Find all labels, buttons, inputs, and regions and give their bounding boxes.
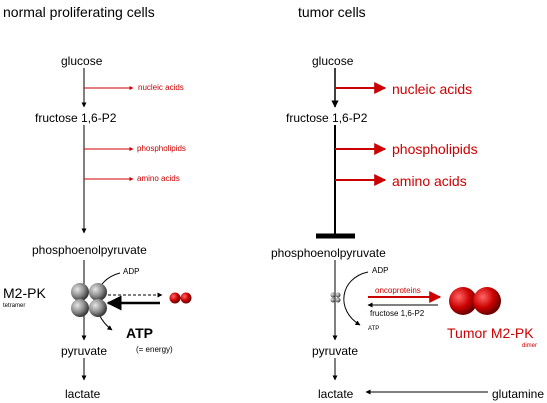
label-nucleic-acids-tumor: nucleic acids bbox=[392, 81, 473, 97]
label-pep-tumor: phosphoenolpyruvate bbox=[271, 246, 386, 260]
tetramer-sphere bbox=[89, 283, 107, 301]
tetramer-sphere bbox=[71, 299, 89, 317]
tetramer-sphere bbox=[89, 299, 107, 317]
label-amino-acids-normal: amino acids bbox=[137, 174, 180, 183]
dimer-small-normal bbox=[169, 292, 192, 304]
dimer-sphere bbox=[169, 292, 181, 304]
heading-normal: normal proliferating cells bbox=[3, 4, 155, 20]
tetramer-sphere bbox=[335, 297, 341, 303]
label-atp-tumor: ATP bbox=[368, 326, 380, 332]
label-nucleic-acids-normal: nucleic acids bbox=[138, 83, 184, 92]
label-adp-tumor: ADP bbox=[372, 266, 389, 275]
label-lactate-normal: lactate bbox=[65, 387, 101, 401]
label-fructose-small: fructose 1,6-P2 bbox=[370, 309, 425, 318]
label-phospholipids-tumor: phospholipids bbox=[392, 141, 478, 157]
label-dimer: dimer bbox=[522, 343, 538, 349]
label-glucose-tumor: glucose bbox=[312, 54, 354, 68]
label-lactate-tumor: lactate bbox=[318, 387, 354, 401]
label-adp-normal: ADP bbox=[123, 267, 140, 276]
dimer-sphere bbox=[473, 287, 501, 315]
label-energy: (= energy) bbox=[136, 345, 173, 354]
label-pyruvate-normal: pyruvate bbox=[61, 344, 108, 358]
label-oncoproteins: oncoproteins bbox=[375, 286, 421, 295]
adp-atp-curve-tumor bbox=[343, 271, 369, 326]
label-pep-normal: phosphoenolpyruvate bbox=[32, 243, 147, 257]
label-glucose-normal: glucose bbox=[61, 54, 103, 68]
tetramer-sphere bbox=[71, 283, 89, 301]
label-glutamine: glutamine bbox=[492, 387, 545, 401]
label-amino-acids-tumor: amino acids bbox=[392, 173, 467, 189]
label-tetramer: tetramer bbox=[3, 303, 26, 309]
label-pyruvate-tumor: pyruvate bbox=[312, 344, 359, 358]
label-phospholipids-normal: phospholipids bbox=[137, 144, 186, 153]
label-fructose-normal: fructose 1,6-P2 bbox=[35, 111, 117, 125]
label-atp-normal: ATP bbox=[126, 325, 153, 341]
tumor-tetramer-small bbox=[330, 292, 341, 303]
tetramer-sphere bbox=[335, 292, 341, 298]
dimer-sphere bbox=[180, 292, 192, 304]
tetramer-sphere bbox=[330, 292, 336, 298]
label-tumor-m2pk: Tumor M2-PK bbox=[447, 325, 534, 341]
m2pk-tetramer bbox=[71, 283, 107, 317]
dimer-sphere bbox=[449, 287, 477, 315]
tumor-m2pk-dimer bbox=[449, 287, 501, 315]
heading-tumor: tumor cells bbox=[298, 4, 366, 20]
tetramer-sphere bbox=[330, 297, 336, 303]
label-fructose-tumor: fructose 1,6-P2 bbox=[286, 111, 368, 125]
label-m2pk: M2-PK bbox=[3, 285, 46, 301]
